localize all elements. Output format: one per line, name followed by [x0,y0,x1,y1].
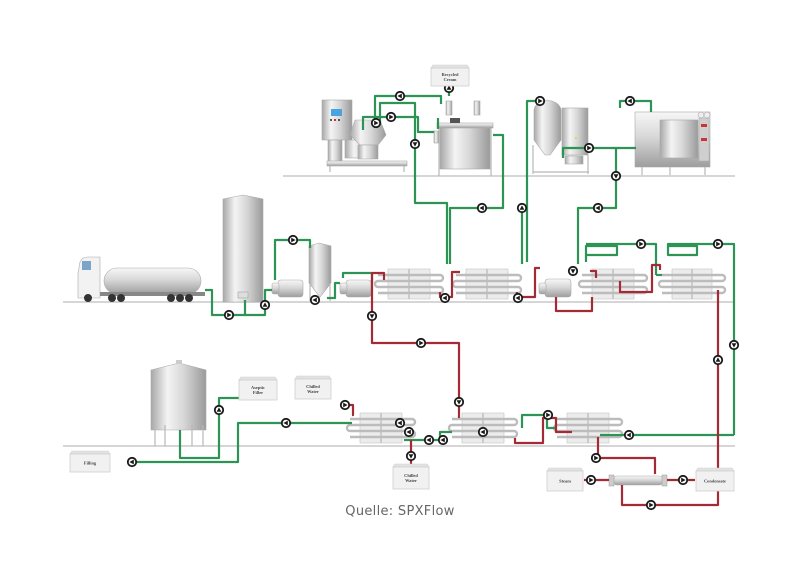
homogenizer-icon [634,111,711,175]
separator-icon [321,99,408,172]
flow-direction-arrow-icon [534,95,546,107]
silo-icon [222,194,264,303]
flow-direction-arrow-icon [394,417,406,429]
flow-direction-arrow-icon [409,138,421,150]
flow-direction-arrow-icon [583,142,595,154]
flow-direction-arrow-icon [623,429,635,441]
condensate-box: Condensate [695,467,735,492]
flow-direction-arrow-icon [126,456,138,468]
flow-direction-arrow-icon [405,450,417,462]
heat-exchanger-icon [451,268,523,300]
heat-exchanger-icon [552,412,624,444]
chilled-water-in-label: Chilled [306,384,320,389]
flow-direction-arrow-icon [728,339,740,351]
flow-direction-arrow-icon [423,434,435,446]
flow-direction-arrow-icon [223,309,235,321]
flow-direction-arrow-icon [339,399,351,411]
flow-direction-arrow-icon [712,354,724,366]
recycled-cream-label: Recycled [442,72,459,77]
chilled-water-out-label: Chilled [404,473,418,478]
flow-direction-arrow-icon [415,337,427,349]
tube-heater-icon [608,474,668,487]
heat-exchanger-icon [373,268,445,300]
flow-direction-arrow-icon [592,202,604,214]
flow-direction-arrow-icon [287,234,299,246]
flow-direction-arrow-icon [567,265,579,277]
flow-direction-arrow-icon [309,294,321,306]
label-boxes: RecycledCreamAsepticFillerChilledWaterCh… [69,64,735,492]
flow-direction-arrow-icon [712,238,724,250]
flow-direction-arrow-icon [476,202,488,214]
mixing-vessel-icon [433,100,494,176]
process-tank-icon [532,99,589,174]
flow-direction-arrow-icon [585,474,597,486]
flow-direction-arrow-icon [403,426,415,438]
flow-direction-arrow-icon [512,292,524,304]
chilled-water-out-label: Water [405,478,417,483]
flow-direction-arrow-icon [453,396,465,408]
conical-tank-icon [308,242,332,301]
source-caption: Quelle: SPXFlow [345,504,455,519]
flow-direction-arrow-icon [477,426,489,438]
steam-label: Steam [559,479,571,484]
flow-direction-arrow-icon [366,310,378,322]
flow-direction-arrow-icon [610,170,622,182]
recycled-cream-label: Cream [444,77,457,82]
flow-direction-arrow-icon [370,117,382,129]
filling-box: Filling [69,450,111,473]
heat-exchanger-icon [577,268,649,300]
flow-direction-arrow-icon [542,409,554,421]
flow-direction-arrow-icon [437,434,449,446]
heating-cooling-lines [340,263,720,507]
pump-icon [339,279,372,298]
flow-direction-arrow-icon [385,111,397,123]
aseptic-filler-label: Filler [253,390,263,395]
flow-direction-arrow-icon [394,90,406,102]
condensate-label: Condensate [704,479,726,484]
heat-exchanger-group-middle [373,268,727,300]
chilled-water-in-label: Water [307,389,319,394]
flow-direction-arrow-icon [280,417,292,429]
storage-tank-icon [150,360,207,446]
aseptic-filler-label: Aseptic [251,385,265,390]
flow-direction-arrow-icon [635,238,647,250]
flow-direction-arrow-icon [677,474,689,486]
tanker-truck-icon [77,256,205,302]
flow-direction-arrow-icon [439,292,451,304]
steam-box: Steam [546,467,584,492]
heat-exchanger-icon [657,268,727,300]
flow-direction-arrow-icon [516,202,528,214]
flow-direction-arrow-icon [213,404,225,416]
heat-exchanger-icon [345,412,417,444]
flow-direction-arrow-icon [590,452,602,464]
pump-icon [538,278,572,298]
pump-icon [271,279,304,298]
flow-direction-arrow-icon [624,95,636,107]
filling-label: Filling [84,461,97,466]
flow-direction-arrow-icon [259,299,271,311]
